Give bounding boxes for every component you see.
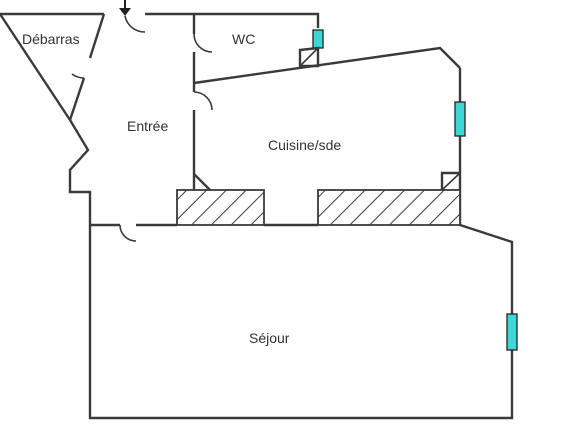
wall-entree-wc	[192, 14, 213, 190]
window-wc	[312, 29, 324, 49]
cuisine-corner-box	[440, 171, 460, 190]
room-debarras	[0, 12, 106, 121]
hatched-counter-left	[176, 189, 265, 226]
label-wc: WC	[232, 31, 255, 47]
label-debarras: Débarras	[22, 31, 80, 47]
room-entree	[68, 119, 92, 225]
label-sejour: Séjour	[249, 330, 290, 346]
hatched-counter-right	[317, 189, 461, 226]
window-sejour	[506, 313, 518, 351]
entrance-arrow-icon	[119, 0, 131, 16]
label-cuisine: Cuisine/sde	[268, 137, 341, 153]
top-wall	[145, 12, 320, 28]
door-arc-entrance	[124, 15, 146, 33]
label-entree: Entrée	[127, 118, 168, 134]
room-sejour	[88, 223, 514, 420]
window-cuisine	[454, 101, 466, 137]
wall-wc-cuisine	[193, 46, 461, 85]
wall-entree-cuisine-slant	[193, 173, 211, 191]
